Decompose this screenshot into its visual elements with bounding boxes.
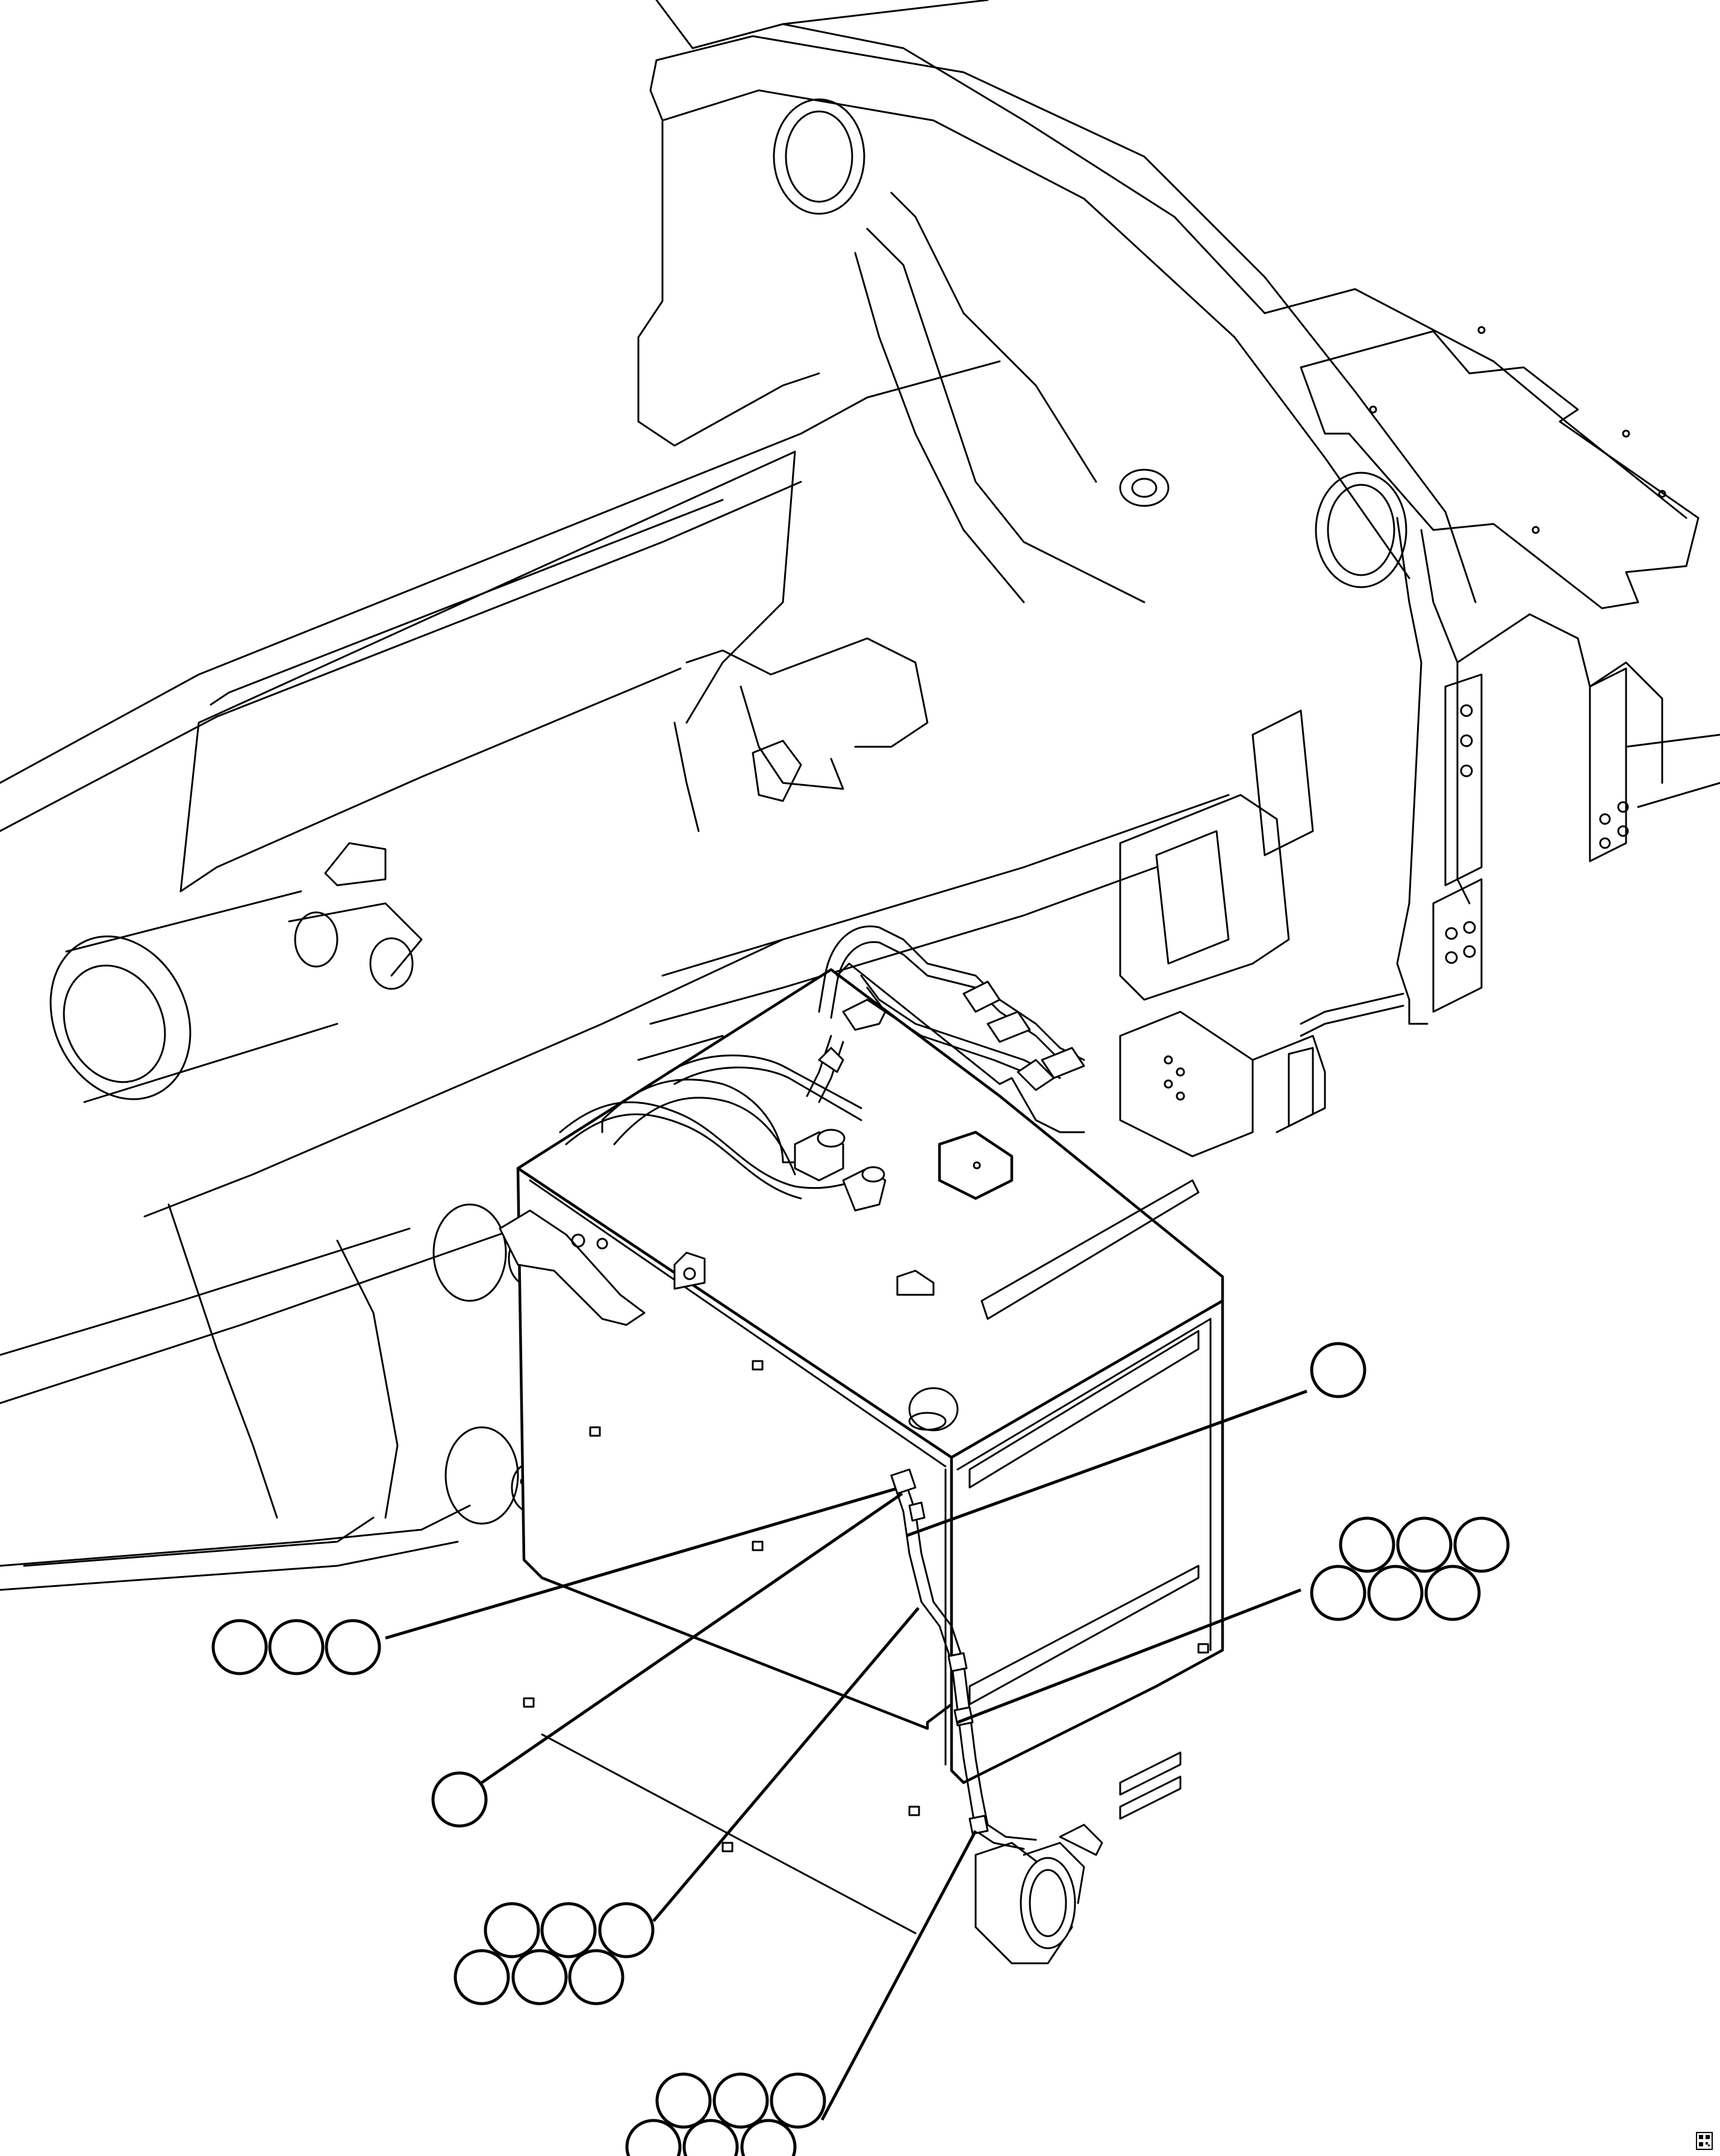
hydraulic-tank (499, 962, 1224, 1964)
callout-bubble (712, 2072, 769, 2129)
callout-bubble (484, 1902, 540, 1958)
callout-bubble (770, 2072, 826, 2129)
callout-bubble (1310, 1342, 1366, 1398)
callout-bubble (740, 2119, 797, 2156)
callout-group-c (453, 1902, 655, 2005)
callout-bubble (1339, 1516, 1395, 1573)
hose-routing (559, 925, 1085, 1850)
callout-bubble (1396, 1516, 1453, 1573)
callout-bubble (598, 1902, 655, 1958)
callout-group-a (211, 1619, 381, 1675)
callout-bubble (625, 2119, 682, 2156)
callout-group-d (625, 2072, 826, 2156)
machine-frame (0, 0, 1720, 1591)
callout-bubble (540, 1902, 597, 1958)
callout-bubble (325, 1619, 381, 1675)
callout-bubble (431, 1771, 488, 1828)
callout-group-e (1310, 1342, 1366, 1398)
callout-bubble (453, 1949, 510, 2005)
callout-bubble (1310, 1565, 1366, 1621)
callout-bubble (1453, 1516, 1510, 1573)
callout-group-f (1310, 1516, 1510, 1621)
leader-lines (385, 1389, 1307, 2121)
callout-bubble (268, 1619, 325, 1675)
callout-group-b (431, 1771, 488, 1828)
callout-bubble (655, 2072, 712, 2129)
callout-bubble (511, 1949, 568, 2005)
callout-bubble (682, 2119, 739, 2156)
callout-bubble (1367, 1565, 1424, 1621)
callout-bubble (1424, 1565, 1481, 1621)
corner-stamp-icon (1696, 2132, 1713, 2150)
callout-bubble (568, 1949, 625, 2005)
callout-bubble (211, 1619, 268, 1675)
